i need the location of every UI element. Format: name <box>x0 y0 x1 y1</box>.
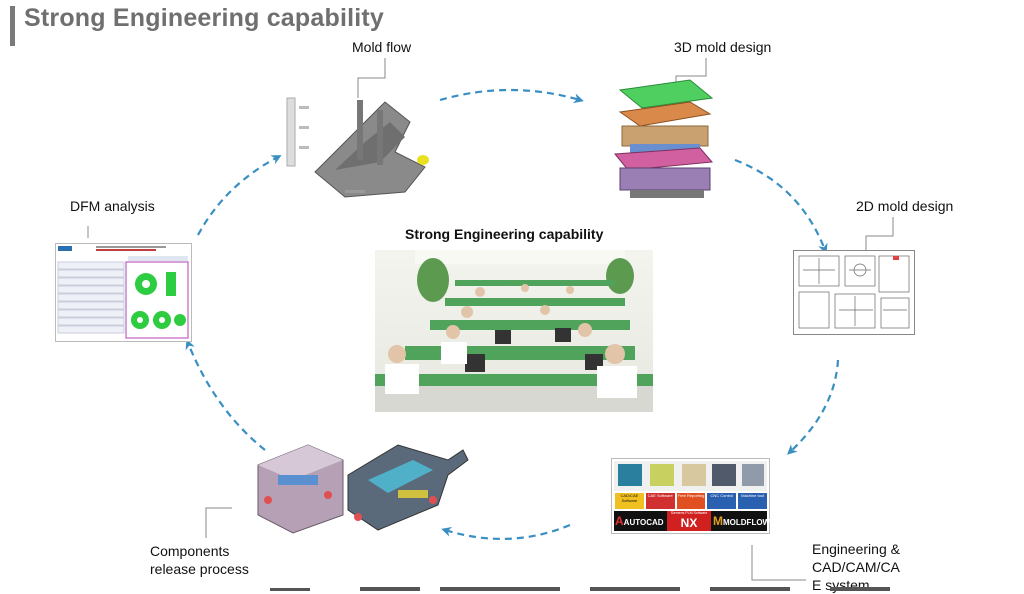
arrow-2d-to-cad <box>787 359 840 455</box>
tile-cae: CAE Software <box>645 493 675 509</box>
tile-machine-tool: Machine tool <box>738 493 767 509</box>
label-components-release: Components release process <box>150 543 249 577</box>
tile-cad-cae: CAD/CAE Software <box>615 493 644 509</box>
label-engineering-cad: Engineering & CAD/CAM/CA E system <box>812 541 900 593</box>
arrow-3d-to-2d <box>734 158 828 254</box>
engineering-office-photo <box>375 250 653 412</box>
page-title: Strong Engineering capability <box>24 4 385 32</box>
nx-logo: Siemens PLM Software NX <box>667 511 711 531</box>
label-3d-mold-design: 3D mold design <box>674 39 772 55</box>
tile-cnc-control: CNC Control <box>707 493 737 509</box>
dfm-report-graphic <box>56 244 191 339</box>
label-dfm-analysis: DFM analysis <box>70 198 155 214</box>
mold-2d-drawing <box>793 250 915 335</box>
leader-cad <box>751 545 806 581</box>
mold-flow-image <box>286 97 429 198</box>
leader-2d <box>865 217 894 255</box>
dfm-report-image <box>55 243 192 342</box>
leader-components <box>205 507 232 538</box>
arrow-dfm-to-moldflow <box>197 155 282 236</box>
autocad-logo: AAUTOCAD <box>615 514 664 528</box>
software-tiles: CAD/CAE Software CAE Software Free Repor… <box>615 493 767 509</box>
moldflow-logo: MMOLDFLOW <box>713 514 771 528</box>
software-icons <box>614 461 767 531</box>
mold-3d-image <box>614 79 714 198</box>
label-mold-flow: Mold flow <box>352 39 412 55</box>
software-panel: CAD/CAE Software CAE Software Free Repor… <box>611 458 770 534</box>
cutoff-caption-strip <box>270 587 890 591</box>
label-2d-mold-design: 2D mold design <box>856 198 954 214</box>
leader-mold-flow <box>357 58 386 98</box>
components-release-image <box>257 444 469 534</box>
arrow-moldflow-to-3d <box>439 88 584 104</box>
arrow-cad-to-components <box>441 523 571 540</box>
center-title: Strong Engineering capability <box>405 226 604 242</box>
title-accent-bar <box>10 6 15 46</box>
tile-free-reporting: Free Reporting <box>676 493 706 509</box>
arrow-components-to-dfm <box>185 339 266 451</box>
